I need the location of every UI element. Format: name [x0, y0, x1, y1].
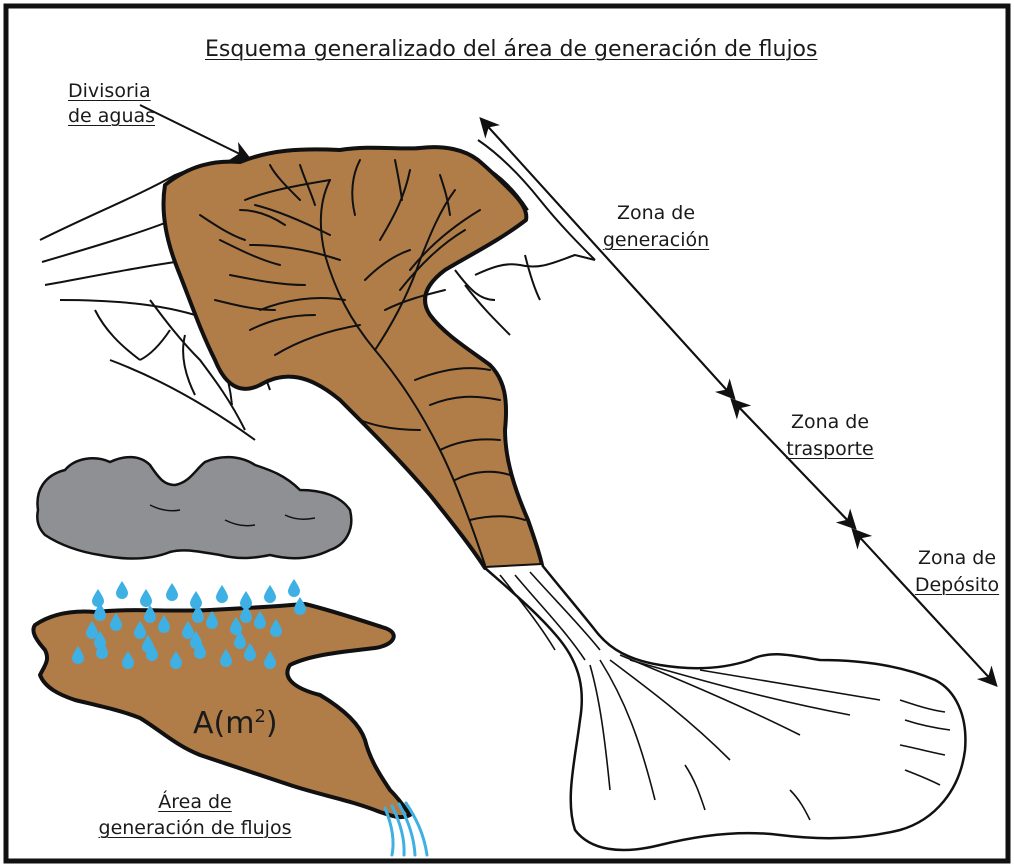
area-formula-base: A(m: [193, 706, 254, 741]
rain-drop: [92, 589, 104, 607]
rain-drop: [294, 597, 306, 615]
zone-generation-label-line2: generación: [586, 228, 726, 252]
generation-area-label-line2: generación de flujos: [80, 816, 310, 840]
rain-drop: [144, 605, 156, 623]
divide-label-line2: de aguas: [68, 104, 155, 128]
rain-drop: [288, 579, 300, 597]
area-formula-exponent: 2: [254, 706, 265, 727]
cloud: [37, 457, 351, 558]
generation-area-label-line1: Área de: [90, 790, 300, 814]
rain-drop: [264, 585, 276, 603]
zone-transport-label-line1: Zona de: [770, 410, 890, 434]
divide-label-line1: Divisoria: [68, 79, 151, 103]
rain-drop: [140, 589, 152, 607]
area-formula: A(m2): [193, 700, 278, 741]
zone-transport-label-line2: trasporte: [770, 437, 890, 461]
rain-drop: [216, 585, 228, 603]
diagram-title: Esquema generalizado del área de generac…: [205, 38, 817, 62]
transport-channel: [485, 565, 965, 850]
rain-drop: [166, 583, 178, 601]
zone-deposit-label-line2: Depósito: [905, 573, 1009, 597]
rain-drop: [190, 591, 202, 609]
zone-deposit-label-line1: Zona de: [905, 546, 1009, 570]
divide-arrow: [140, 105, 248, 158]
area-formula-close: ): [266, 706, 278, 741]
zone-generation-label-line1: Zona de: [586, 201, 726, 225]
rain-drop: [116, 581, 128, 599]
